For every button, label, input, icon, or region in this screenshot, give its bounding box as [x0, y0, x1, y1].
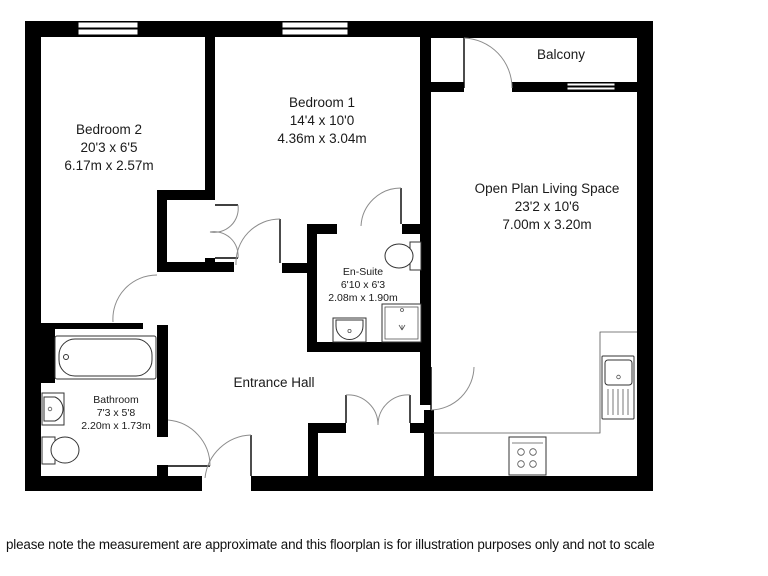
room-imperial: 14'4 x 10'0 — [290, 113, 354, 128]
room-name: Bathroom — [93, 394, 139, 406]
window-bedroom-1 — [281, 21, 349, 29]
ensuite-toilet-icon — [384, 241, 422, 271]
room-name: Bedroom 2 — [76, 122, 142, 137]
bath-icon — [54, 335, 157, 380]
room-name: Bedroom 1 — [289, 95, 355, 110]
disclaimer-note: please note the measurement are approxim… — [6, 537, 655, 552]
room-label-bedroom-1: Bedroom 1 14'4 x 10'0 4.36m x 3.04m — [277, 95, 366, 146]
room-imperial: 23'2 x 10'6 — [515, 199, 579, 214]
room-label-open-plan-living-space: Open Plan Living Space 23'2 x 10'6 7.00m… — [475, 181, 620, 232]
bathroom-toilet-icon — [41, 436, 80, 465]
room-imperial: 20'3 x 6'5 — [81, 140, 138, 155]
room-name: En-Suite — [343, 266, 383, 278]
room-name: Balcony — [537, 47, 585, 62]
room-label-bedroom-2: Bedroom 2 20'3 x 6'5 6.17m x 2.57m — [64, 122, 153, 173]
room-label-bathroom: Bathroom 7'3 x 5'8 2.20m x 1.73m — [81, 394, 151, 432]
room-imperial: 6'10 x 6'3 — [341, 279, 385, 291]
shower-icon — [381, 303, 422, 343]
bathroom-basin-icon — [41, 392, 65, 426]
room-metric: 4.36m x 3.04m — [277, 131, 366, 146]
room-metric: 6.17m x 2.57m — [64, 158, 153, 173]
room-name: Entrance Hall — [233, 375, 314, 390]
window-bedroom-2 — [77, 21, 139, 29]
doors — [112, 37, 513, 479]
room-label-entrance-hall: Entrance Hall — [233, 375, 314, 390]
room-metric: 7.00m x 3.20m — [502, 217, 591, 232]
kitchen-counter — [433, 331, 637, 434]
room-label-balcony: Balcony — [537, 47, 585, 62]
window-bedroom-2-b — [77, 28, 139, 36]
hob-icon — [508, 436, 547, 476]
ensuite-basin-icon — [332, 317, 367, 343]
room-metric: 2.08m x 1.90m — [328, 292, 398, 304]
room-imperial: 7'3 x 5'8 — [97, 407, 136, 419]
room-label-en-suite: En-Suite 6'10 x 6'3 2.08m x 1.90m — [328, 266, 398, 304]
room-metric: 2.20m x 1.73m — [81, 420, 151, 432]
room-name: Open Plan Living Space — [475, 181, 620, 196]
window-bedroom-1-b — [281, 28, 349, 36]
window-balcony-b — [566, 86, 616, 91]
floor-plan: Bedroom 2 20'3 x 6'5 6.17m x 2.57m Bedro… — [25, 21, 653, 491]
window-balcony — [566, 82, 616, 87]
kitchen-sink-icon — [601, 355, 635, 420]
